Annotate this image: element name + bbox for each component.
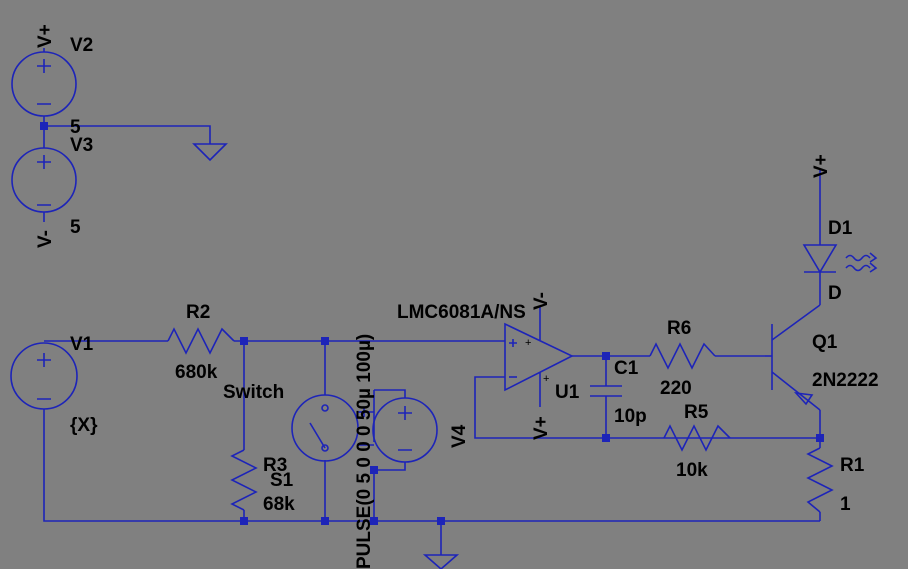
r5-name: R5 (684, 402, 709, 423)
u1-model: LMC6081A/NS (397, 302, 526, 323)
opamp-u1[interactable] (504, 307, 574, 407)
r6-name: R6 (667, 318, 691, 339)
r5-value: 10k (676, 460, 708, 481)
v2-value: 5 (70, 117, 81, 138)
v3-value: 5 (70, 217, 81, 238)
v2-name: V2 (70, 35, 93, 56)
r1-value: 1 (840, 494, 851, 515)
r2-name: R2 (186, 302, 210, 323)
capacitor-c1[interactable] (590, 385, 622, 397)
ground-symbol-bottom (422, 554, 460, 569)
u1-net-vplus: V+ (531, 416, 552, 440)
voltage-source-v2[interactable] (11, 48, 77, 126)
s1-model: Switch (223, 382, 284, 403)
c1-value: 10p (614, 406, 647, 427)
v3-name: V3 (70, 135, 93, 156)
npn-transistor-q1[interactable] (765, 304, 821, 411)
r3-value: 68k (263, 494, 295, 515)
v3-net-label: V- (35, 230, 56, 248)
v1-name: V1 (70, 334, 94, 355)
u1-name: U1 (555, 382, 580, 403)
led-d1[interactable] (802, 244, 878, 274)
voltage-source-v4[interactable] (372, 397, 438, 463)
voltage-source-v1[interactable] (10, 342, 78, 410)
r1-name: R1 (840, 455, 865, 476)
resistor-r1[interactable] (806, 447, 834, 513)
s1-name: S1 (270, 470, 294, 491)
d1-net-label: V+ (811, 154, 832, 178)
v4-name: V4 (449, 424, 470, 448)
svg-text:+: + (525, 337, 531, 349)
r6-value: 220 (660, 378, 692, 399)
v1-value: {X} (70, 415, 98, 436)
voltage-source-v3[interactable] (11, 126, 77, 222)
resistor-r2[interactable] (167, 327, 235, 355)
wires (43, 125, 821, 555)
c1-name: C1 (614, 358, 639, 379)
u1-net-vminus: V- (531, 292, 552, 310)
q1-name: Q1 (812, 332, 838, 353)
svg-text:+: + (543, 373, 549, 385)
r2-value: 680k (175, 362, 218, 383)
resistor-r3[interactable] (230, 449, 258, 511)
d1-model: D (828, 283, 842, 304)
q1-model: 2N2222 (812, 370, 879, 391)
v4-value: PULSE(0 5 0 0 0 50µ 100µ) (354, 334, 375, 569)
ground-symbol-top (192, 143, 228, 162)
resistor-r5[interactable] (663, 424, 731, 452)
resistor-r6[interactable] (649, 342, 716, 370)
r3-name: R3 (263, 455, 287, 476)
v2-net-label: V+ (35, 24, 56, 48)
d1-name: D1 (828, 218, 853, 239)
voltage-switch-s1[interactable] (291, 394, 374, 462)
